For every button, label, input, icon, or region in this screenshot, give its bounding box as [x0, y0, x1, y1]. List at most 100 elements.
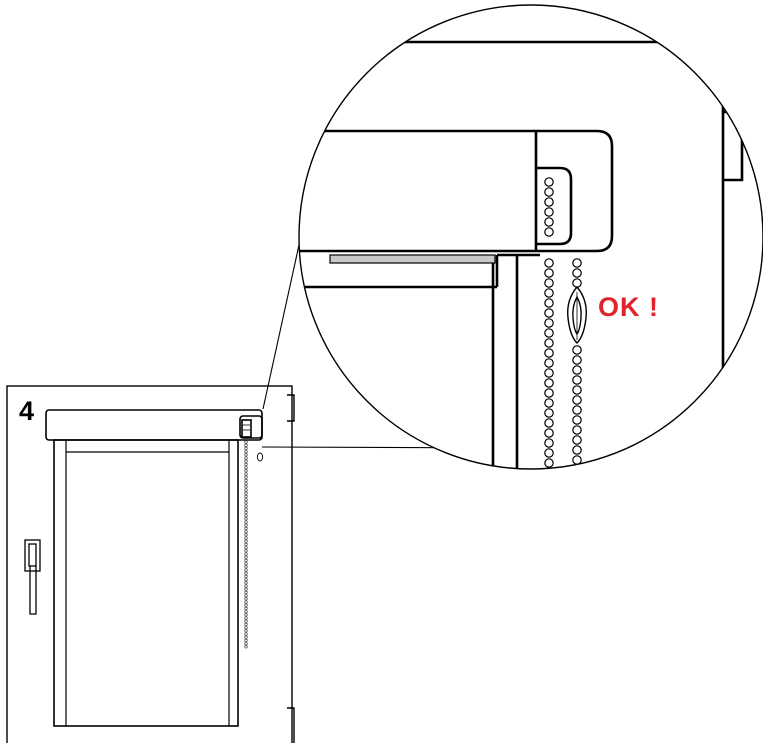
bead — [544, 388, 554, 398]
bead — [544, 268, 554, 278]
bead — [544, 227, 554, 237]
blind-fabric — [53, 439, 239, 727]
bead — [544, 288, 554, 298]
bead — [244, 475, 248, 479]
bead — [244, 481, 248, 486]
chain-connector-icon — [567, 285, 587, 344]
bead — [244, 510, 248, 515]
bead — [244, 625, 248, 630]
bead — [244, 465, 248, 470]
bead — [244, 609, 248, 614]
bead — [244, 501, 248, 505]
bead — [244, 558, 248, 563]
bead — [244, 440, 248, 444]
bead — [244, 632, 248, 636]
bead — [572, 455, 582, 465]
bead — [544, 308, 554, 318]
bead — [244, 638, 248, 643]
bead — [244, 453, 248, 457]
blind-cassette — [45, 409, 263, 441]
bead — [244, 600, 248, 604]
bead — [244, 606, 248, 611]
bead — [244, 645, 248, 649]
bead — [544, 378, 554, 388]
bead — [544, 368, 554, 378]
bead — [244, 456, 248, 460]
bead — [544, 328, 554, 338]
bead — [544, 197, 554, 207]
bead — [244, 446, 248, 451]
overview-bead-chain — [244, 440, 248, 649]
bead — [244, 533, 248, 537]
bead — [244, 491, 248, 495]
bead — [572, 365, 582, 375]
bead — [244, 641, 248, 646]
bead — [544, 298, 554, 308]
bead — [544, 398, 554, 408]
bead — [244, 478, 248, 483]
bead — [244, 574, 248, 579]
bead — [244, 568, 248, 572]
bead — [244, 545, 248, 550]
bead — [544, 318, 554, 328]
bead — [244, 472, 248, 476]
bead — [244, 590, 248, 595]
bead — [244, 520, 248, 524]
bead — [244, 459, 248, 463]
bead — [244, 577, 248, 582]
bead — [244, 517, 248, 521]
bead — [244, 622, 248, 627]
bead — [244, 485, 248, 489]
bead — [244, 587, 248, 591]
bead — [244, 552, 248, 556]
bead — [544, 348, 554, 358]
ok-confirmation-label: OK ! — [598, 292, 659, 322]
bead — [244, 526, 248, 531]
bead — [572, 415, 582, 425]
bead — [244, 555, 248, 559]
bead — [572, 435, 582, 445]
bead — [544, 278, 554, 288]
fabric-channel — [329, 254, 496, 264]
bead — [544, 448, 554, 458]
bead — [544, 418, 554, 428]
bead — [544, 458, 554, 468]
bead — [544, 358, 554, 368]
bead — [244, 635, 248, 639]
bead — [244, 616, 248, 620]
bead — [244, 488, 248, 492]
bead — [572, 445, 582, 455]
bead — [244, 507, 248, 511]
bead — [244, 443, 248, 447]
bead — [244, 469, 248, 473]
bead — [244, 523, 248, 527]
bead — [244, 603, 248, 607]
bead — [244, 571, 248, 575]
zoom-detail-circle — [298, 4, 763, 470]
bead — [572, 385, 582, 395]
bead — [244, 529, 248, 534]
bead — [572, 258, 582, 268]
bead — [572, 355, 582, 365]
bead — [544, 217, 554, 227]
bead — [244, 613, 248, 617]
bead — [244, 462, 248, 467]
bead — [244, 565, 248, 569]
bead — [244, 542, 248, 547]
bead — [244, 513, 248, 518]
door-handle — [24, 539, 41, 615]
bead — [244, 449, 248, 454]
step-number: 4 — [19, 396, 35, 426]
bead — [244, 597, 248, 601]
bead — [544, 258, 554, 268]
bead — [244, 504, 248, 508]
bead — [544, 207, 554, 217]
bead — [244, 629, 248, 633]
bead — [244, 561, 248, 566]
bead — [544, 177, 554, 187]
bead — [572, 465, 582, 469]
bead — [544, 338, 554, 348]
bead — [244, 581, 248, 585]
